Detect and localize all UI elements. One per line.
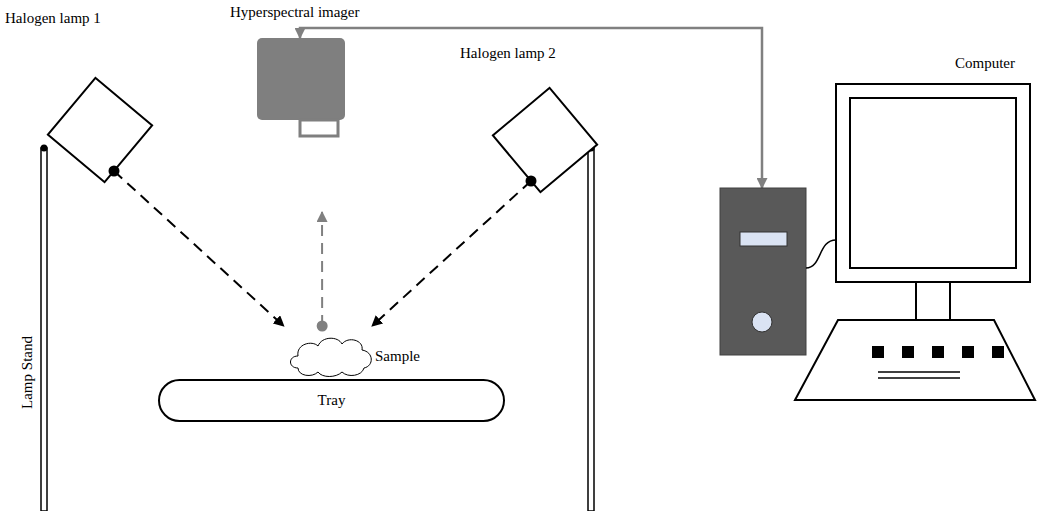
connector-arrow — [372, 181, 531, 326]
sample-cloud: Sample — [278, 326, 374, 378]
key — [992, 346, 1004, 358]
power-button — [752, 312, 772, 332]
sample-cloud-shape — [278, 326, 374, 378]
drive-slot — [740, 232, 787, 246]
halogen-lamp-label: Halogen lamp 2 — [460, 45, 556, 62]
monitor-neck — [916, 282, 950, 320]
space-bar — [878, 377, 960, 379]
computer-tower — [720, 188, 806, 355]
lamp-stand-left — [41, 148, 47, 511]
halogen-lamp-shape — [46, 76, 154, 171]
connector-arrow — [321, 212, 323, 326]
tray-label: Tray — [318, 392, 346, 409]
lamp-dot — [526, 176, 537, 187]
lamp-housing — [493, 88, 597, 192]
computer-shape — [720, 188, 1035, 402]
lamp-stand-right — [588, 148, 594, 511]
hyperspectral-imager: Hyperspectral imager — [255, 38, 345, 138]
computer-label: Computer — [955, 55, 1015, 72]
halogen-lamp-shape — [491, 86, 599, 181]
halogen-lamp: Halogen lamp 1 — [46, 76, 154, 171]
imager-lens — [300, 120, 338, 136]
sample-cloud-label: Sample — [375, 348, 420, 365]
halogen-lamp-label: Halogen lamp 1 — [5, 10, 101, 27]
halogen-lamp: Halogen lamp 2 — [491, 86, 599, 181]
hyperspectral-imager-shape — [255, 38, 345, 138]
key — [932, 346, 944, 358]
pivot-dot — [41, 145, 48, 152]
computer-illustration — [720, 84, 1035, 400]
keyboard — [795, 320, 1035, 400]
lamp-dot — [109, 166, 120, 177]
computer: Computer — [720, 188, 1035, 402]
monitor-screen — [850, 98, 1016, 268]
connector-arrow — [114, 171, 284, 326]
connectors — [114, 28, 762, 326]
hyperspectral-imager-label: Hyperspectral imager — [230, 4, 360, 21]
tray: Tray — [158, 379, 505, 422]
key — [962, 346, 974, 358]
imager-body — [257, 38, 345, 120]
monitor — [836, 84, 1030, 282]
cable — [806, 240, 836, 268]
space-bar — [878, 371, 960, 373]
cloud-outline — [291, 338, 372, 376]
key — [902, 346, 914, 358]
stand-label: Lamp Stand — [19, 328, 36, 418]
lamp-housing — [48, 78, 152, 182]
key — [872, 346, 884, 358]
